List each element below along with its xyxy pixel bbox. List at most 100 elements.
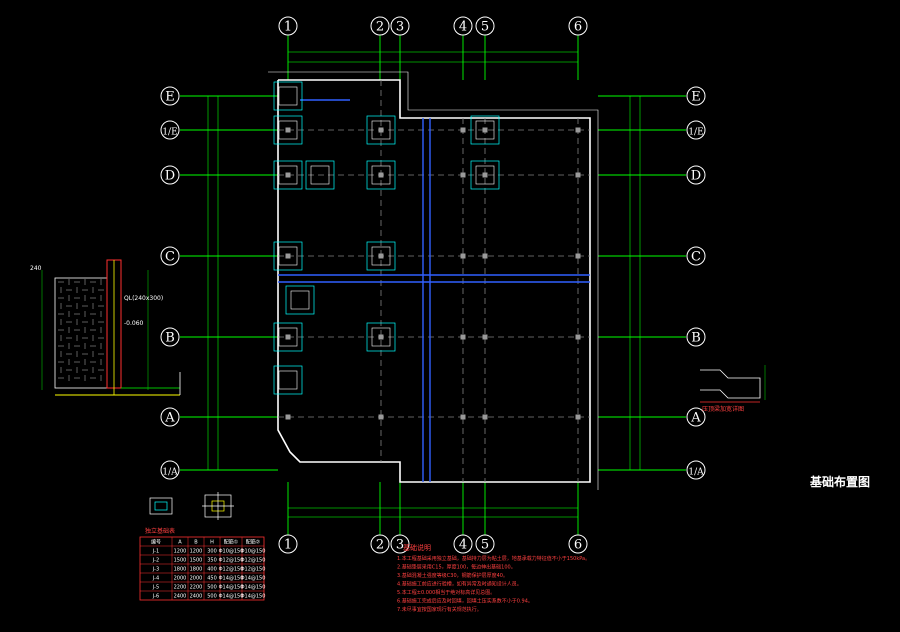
- table-cell: J-6: [152, 594, 159, 600]
- foundation-notes: 基础说明 1.本工程基础采用独立基础，基础持力层为粘土层，地基承载力特征值不小于…: [397, 543, 590, 613]
- column-dot: [575, 172, 581, 178]
- table-header: B: [194, 540, 198, 546]
- axis-bubble: [453, 16, 473, 36]
- footing: [366, 115, 396, 145]
- axis-bubble: [160, 246, 180, 266]
- footing-inner: [278, 86, 298, 106]
- table-header: H: [210, 540, 214, 546]
- table-cell: Φ12@150: [241, 567, 266, 573]
- table-cell: 2200: [174, 585, 187, 591]
- axis-bubble: [278, 16, 298, 36]
- column-axis-label: 6: [574, 538, 582, 553]
- note-line: 5.本工程±0.000相当于绝对标高详见总图。: [397, 589, 495, 596]
- column-dot: [460, 253, 466, 259]
- table-cell: 500: [207, 585, 217, 591]
- table-cell: 2000: [174, 576, 187, 582]
- row-axis-label: A: [690, 411, 701, 426]
- column-dot: [285, 253, 291, 259]
- footing: [470, 115, 500, 145]
- table-cell: 300: [207, 549, 217, 555]
- column-dot: [460, 414, 466, 420]
- column-dot: [285, 414, 291, 420]
- column-dot: [575, 253, 581, 259]
- column-dot: [575, 334, 581, 340]
- table-cell: 1800: [174, 567, 187, 573]
- column-axis-label: 3: [396, 538, 404, 553]
- column-dot: [378, 414, 384, 420]
- footing-inner: [371, 327, 391, 347]
- table-title: 独立基础表: [145, 527, 175, 535]
- column-dot: [378, 253, 384, 259]
- table-cell: J-2: [152, 558, 159, 564]
- table-cell: Φ14@150: [219, 594, 244, 600]
- footing-detail-icons: [149, 492, 234, 520]
- table-cell: 1200: [190, 549, 203, 555]
- note-line: 7.未尽事宜按国家现行有关规范执行。: [397, 606, 482, 613]
- column-dot: [482, 253, 488, 259]
- cap-widening-detail: 压顶梁加宽详图: [700, 365, 766, 413]
- column-dot: [460, 127, 466, 133]
- axis-bubble: [390, 534, 410, 554]
- column-dot: [460, 172, 466, 178]
- axis-bubble: [686, 246, 706, 266]
- axis-bubble: [278, 534, 298, 554]
- axis-bubble: [686, 407, 706, 427]
- table-cell: Φ10@150: [219, 549, 244, 555]
- axis-bubble: [160, 120, 180, 140]
- table-cell: 1800: [190, 567, 203, 573]
- column-axis-label: 3: [396, 20, 404, 35]
- footing: [366, 322, 396, 352]
- table-header: 配筋②: [246, 539, 261, 546]
- detail-label: 压顶梁加宽详图: [702, 405, 744, 413]
- table-cell: 1200: [174, 549, 187, 555]
- row-axis-label: 1/A: [688, 468, 704, 478]
- footing-inner: [278, 246, 298, 266]
- column-axis-label: 5: [481, 538, 489, 553]
- table-cell: 350: [207, 558, 217, 564]
- column-axis-label: 5: [481, 20, 489, 35]
- footing: [366, 241, 396, 271]
- table-cell: Φ12@150: [219, 567, 244, 573]
- column-axis-label: 4: [459, 538, 467, 553]
- axis-bubble: [686, 327, 706, 347]
- column-dots: [285, 127, 581, 420]
- column-dot: [460, 334, 466, 340]
- axis-bubble: [686, 165, 706, 185]
- footing: [273, 241, 303, 271]
- axis-bubble: [453, 534, 473, 554]
- table-cell: 450: [207, 576, 217, 582]
- axis-bubble: [160, 86, 180, 106]
- footing-inner: [278, 370, 298, 390]
- row-axis-label: B: [691, 331, 701, 346]
- row-axis-label: D: [691, 169, 701, 184]
- column-axis-label: 6: [574, 20, 582, 35]
- footing-inner: [290, 290, 310, 310]
- footing-inner: [278, 327, 298, 347]
- wall-section-detail: QL(240x300) -0.060 240: [30, 259, 181, 396]
- footing-inner: [475, 165, 495, 185]
- axis-bubble: [390, 16, 410, 36]
- footing-inner: [278, 165, 298, 185]
- axis-bubble: [568, 16, 588, 36]
- footing-inner: [278, 120, 298, 140]
- row-axis-label: E: [165, 90, 175, 105]
- table-cell: J-5: [152, 585, 159, 591]
- table-cell: 2000: [190, 576, 203, 582]
- footing: [273, 160, 303, 190]
- note-line: 3.基础混凝土强度等级C30，钢筋保护层厚度40。: [397, 572, 508, 579]
- row-axis-label: C: [165, 250, 175, 265]
- table-cell: 2400: [190, 594, 203, 600]
- footing-inner: [371, 120, 391, 140]
- note-line: 6.基础施工完成后应及时回填，回填土压实系数不小于0.94。: [397, 598, 533, 605]
- column-axes: [287, 35, 579, 535]
- column-axis-label: 1: [284, 20, 292, 35]
- column-dot: [482, 334, 488, 340]
- row-axis-label: A: [164, 411, 175, 426]
- footing: [273, 81, 303, 111]
- axis-bubble: [686, 120, 706, 140]
- table-cell: 400: [207, 567, 217, 573]
